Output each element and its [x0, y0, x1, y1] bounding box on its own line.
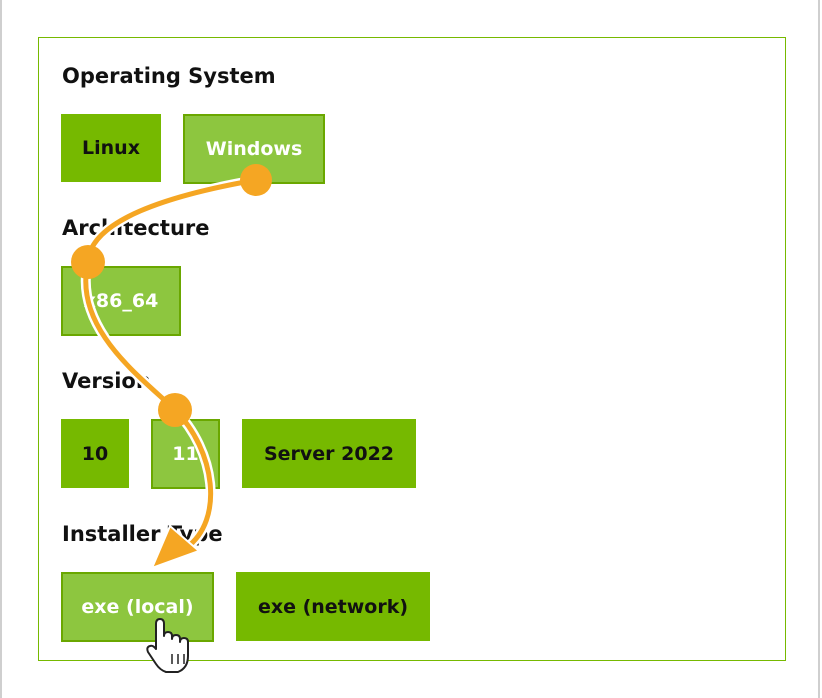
option-exe-network[interactable]: exe (network) — [236, 572, 430, 641]
option-version-10[interactable]: 10 — [61, 419, 129, 488]
selection-path-line — [83, 177, 259, 551]
path-dot-architecture — [71, 245, 105, 279]
pointer-hand-icon — [146, 618, 189, 673]
path-dot-version — [158, 393, 192, 427]
heading-architecture: Architecture — [62, 216, 210, 240]
heading-operating-system: Operating System — [62, 64, 276, 88]
path-dot-windows — [240, 164, 272, 196]
page-edge-left — [0, 0, 2, 698]
arrowhead-icon — [150, 524, 201, 570]
option-server-2022[interactable]: Server 2022 — [242, 419, 416, 488]
page-edge-right — [818, 0, 820, 698]
option-linux[interactable]: Linux — [61, 114, 161, 182]
selection-path-outline — [80, 175, 261, 553]
option-exe-local[interactable]: exe (local) — [61, 572, 214, 642]
